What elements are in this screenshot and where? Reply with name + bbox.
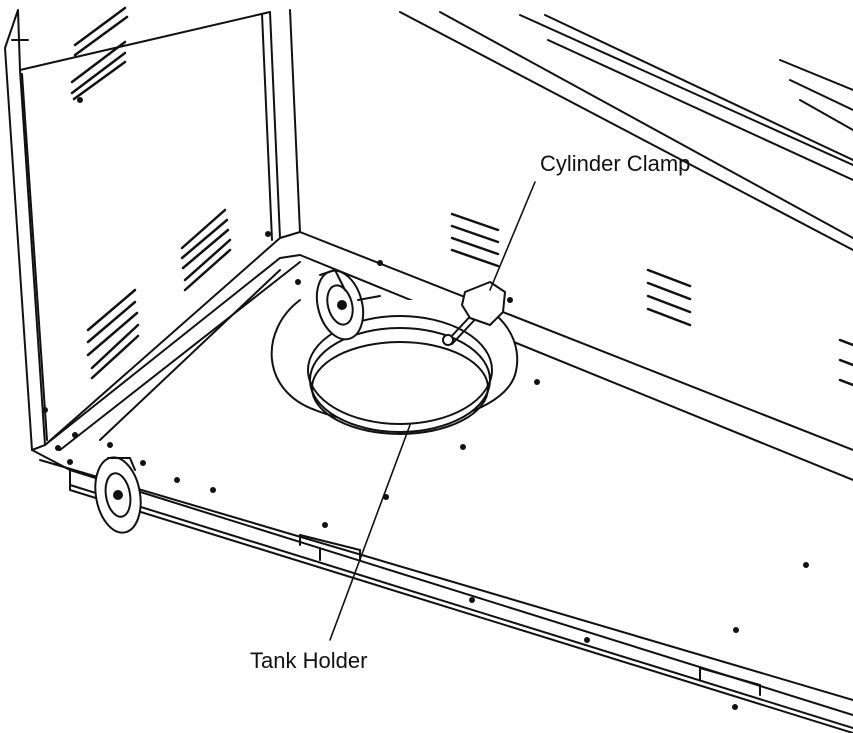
back-panel bbox=[279, 9, 853, 481]
bottom-floor bbox=[31, 257, 853, 733]
left-panel-vents bbox=[70, 6, 232, 380]
tank-holder-label: Tank Holder bbox=[250, 648, 368, 673]
back-panel-vents bbox=[450, 212, 853, 387]
screw-holes bbox=[42, 97, 809, 710]
upper-shelf bbox=[544, 14, 853, 181]
tank-holder-callout bbox=[329, 424, 411, 641]
left-side-panel bbox=[4, 9, 281, 451]
cylinder-clamp-callout bbox=[489, 181, 536, 291]
cylinder-clamp-label: Cylinder Clamp bbox=[540, 151, 691, 176]
caster-wheel-front bbox=[94, 456, 142, 534]
caster-wheel-rear bbox=[315, 269, 381, 341]
